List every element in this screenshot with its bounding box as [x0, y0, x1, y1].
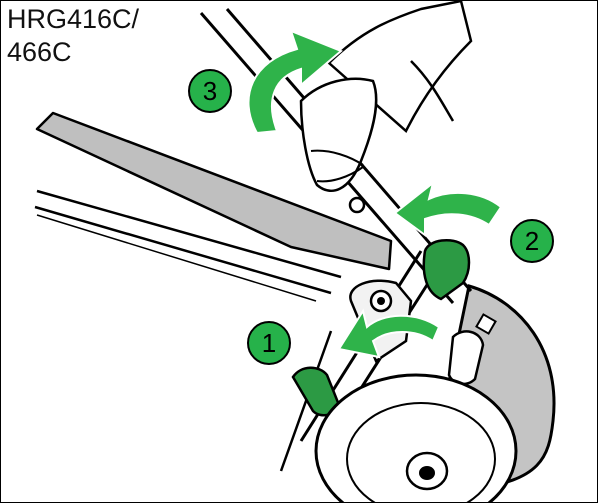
deck-rail-lower: [34, 205, 332, 295]
wheel-hub-inner: [419, 466, 435, 480]
handle-clip: [348, 196, 366, 214]
hand-thumb: [316, 166, 364, 183]
step-number-3: 3: [203, 76, 217, 106]
wrist-curve: [410, 60, 455, 122]
step-marker-1: 1: [247, 321, 291, 365]
arrow-step1: [337, 308, 441, 359]
adjust-knob: [422, 238, 471, 301]
step-marker-3: 3: [188, 69, 232, 113]
hand-sleeve: [327, 1, 473, 134]
step-number-2: 2: [525, 226, 539, 256]
arrow-step3: [247, 29, 343, 135]
hand-fingers: [299, 77, 378, 193]
pivot-bolt-center: [377, 297, 385, 305]
deck-rail-inner: [36, 214, 317, 302]
hand-knuckles: [310, 149, 364, 166]
deck-housing: [35, 111, 393, 271]
arrow-step2: [393, 180, 503, 237]
frame-bolt: [475, 313, 497, 335]
model-label-line2: 466C: [7, 37, 72, 67]
deck-rail-upper: [36, 189, 342, 279]
step-number-1: 1: [262, 328, 276, 358]
model-label: HRG416C/ 466C: [7, 3, 139, 69]
model-label-line1: HRG416C/: [7, 4, 140, 34]
step-marker-2: 2: [510, 219, 554, 263]
